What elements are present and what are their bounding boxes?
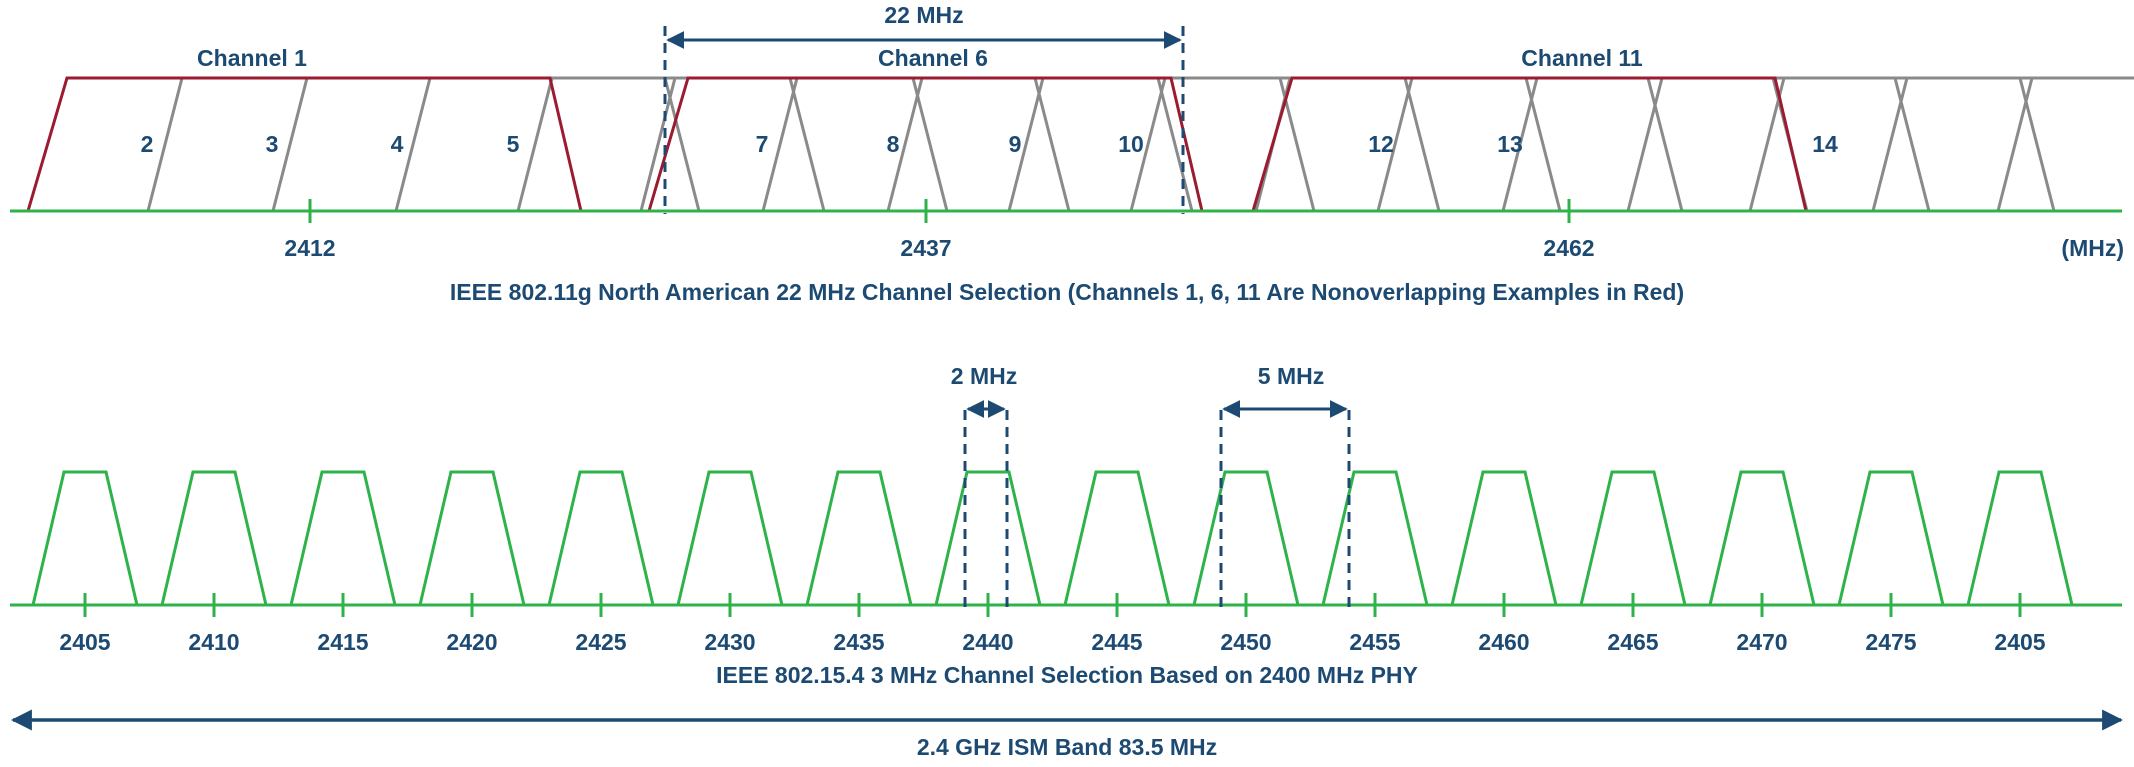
zigbee-channel-mask bbox=[1321, 470, 1429, 606]
zigbee-channel-mask bbox=[418, 470, 526, 606]
channel-number: 2 bbox=[141, 131, 154, 157]
zigbee-channel-mask bbox=[547, 470, 655, 606]
channel-number: 8 bbox=[887, 131, 900, 157]
wifi-span-label: 22 MHz bbox=[884, 2, 963, 28]
zigbee-channel-mask bbox=[160, 470, 268, 606]
channel-1-label: Channel 1 bbox=[197, 45, 307, 71]
channel-number: 9 bbox=[1009, 131, 1022, 157]
zigbee-channels bbox=[31, 470, 2074, 606]
zigbee-ticks bbox=[83, 593, 2022, 617]
wifi-channel-numbers: 2 3 4 5 7 8 9 10 12 13 14 bbox=[141, 131, 1838, 157]
channel-number: 13 bbox=[1497, 131, 1523, 157]
zigbee-tick-label: 2470 bbox=[1736, 629, 1787, 655]
wifi-tick-label: 2462 bbox=[1543, 235, 1594, 261]
zigbee-tick-labels: 2405 2410 2415 2420 2425 2430 2435 2440 2445 2450… bbox=[59, 629, 2045, 655]
zigbee-tick-label: 2435 bbox=[833, 629, 884, 655]
zigbee-channel-mask bbox=[1966, 470, 2074, 606]
wifi-channel-mask bbox=[1996, 76, 2134, 212]
zigbee-tick-label: 2440 bbox=[962, 629, 1013, 655]
zigbee-tick-label: 2420 bbox=[446, 629, 497, 655]
zigbee-channel-mask bbox=[805, 470, 913, 606]
zigbee-spacing-label: 5 MHz bbox=[1258, 363, 1324, 389]
wifi-nonoverlapping-mask bbox=[26, 76, 583, 212]
wifi-channel-mask bbox=[1871, 76, 2134, 212]
wifi-nonoverlapping-channels bbox=[26, 76, 1808, 212]
zigbee-channel-mask bbox=[1063, 470, 1171, 606]
zigbee-tick-label: 2445 bbox=[1091, 629, 1142, 655]
zigbee-channel-mask bbox=[289, 470, 397, 606]
zigbee-tick-label: 2405 bbox=[1994, 629, 2045, 655]
wifi-channel-mask bbox=[516, 76, 1071, 212]
channel-number: 5 bbox=[507, 131, 520, 157]
channel-number: 3 bbox=[266, 131, 279, 157]
channel-6-label: Channel 6 bbox=[878, 45, 988, 71]
channel-number: 10 bbox=[1118, 131, 1144, 157]
zigbee-tick-label: 2430 bbox=[704, 629, 755, 655]
zigbee-width-label: 2 MHz bbox=[951, 363, 1017, 389]
zigbee-channel-mask bbox=[31, 470, 139, 606]
zigbee-tick-label: 2425 bbox=[575, 629, 626, 655]
wifi-unit-label: (MHz) bbox=[2061, 235, 2124, 261]
zigbee-channel-mask bbox=[934, 470, 1042, 606]
wifi-tick-label: 2412 bbox=[284, 235, 335, 261]
wifi-nonoverlapping-mask bbox=[647, 76, 1204, 212]
zigbee-channel-mask bbox=[1708, 470, 1816, 606]
zigbee-tick-label: 2450 bbox=[1220, 629, 1271, 655]
channel-number: 4 bbox=[391, 131, 404, 157]
wifi-ticks bbox=[308, 199, 1571, 223]
zigbee-channel-mask bbox=[1192, 470, 1300, 606]
wifi-channel-mask bbox=[271, 76, 826, 212]
zigbee-tick-label: 2460 bbox=[1478, 629, 1529, 655]
zigbee-tick-label: 2405 bbox=[59, 629, 110, 655]
wifi-nonoverlapping-mask bbox=[1251, 76, 1808, 212]
zigbee-channel-mask bbox=[1579, 470, 1687, 606]
zigbee-tick-label: 2410 bbox=[188, 629, 239, 655]
ism-band-label: 2.4 GHz ISM Band 83.5 MHz bbox=[917, 734, 1217, 760]
zigbee-caption: IEEE 802.15.4 3 MHz Channel Selection Ba… bbox=[716, 662, 1418, 688]
zigbee-tick-label: 2465 bbox=[1607, 629, 1658, 655]
wifi-channel-mask bbox=[1626, 76, 2134, 212]
channel-number: 14 bbox=[1812, 131, 1838, 157]
zigbee-channel-mask bbox=[1450, 470, 1558, 606]
channel-number: 12 bbox=[1368, 131, 1394, 157]
wifi-tick-label: 2437 bbox=[900, 235, 951, 261]
wifi-channel-mask bbox=[1748, 76, 2134, 212]
zigbee-tick-label: 2415 bbox=[317, 629, 368, 655]
zigbee-channel-mask bbox=[676, 470, 784, 606]
zigbee-channel-mask bbox=[1837, 470, 1945, 606]
wifi-caption: IEEE 802.11g North American 22 MHz Chann… bbox=[450, 279, 1684, 305]
channel-11-label: Channel 11 bbox=[1521, 45, 1643, 71]
zigbee-tick-label: 2475 bbox=[1865, 629, 1916, 655]
channel-number: 7 bbox=[756, 131, 769, 157]
zigbee-tick-label: 2455 bbox=[1349, 629, 1400, 655]
